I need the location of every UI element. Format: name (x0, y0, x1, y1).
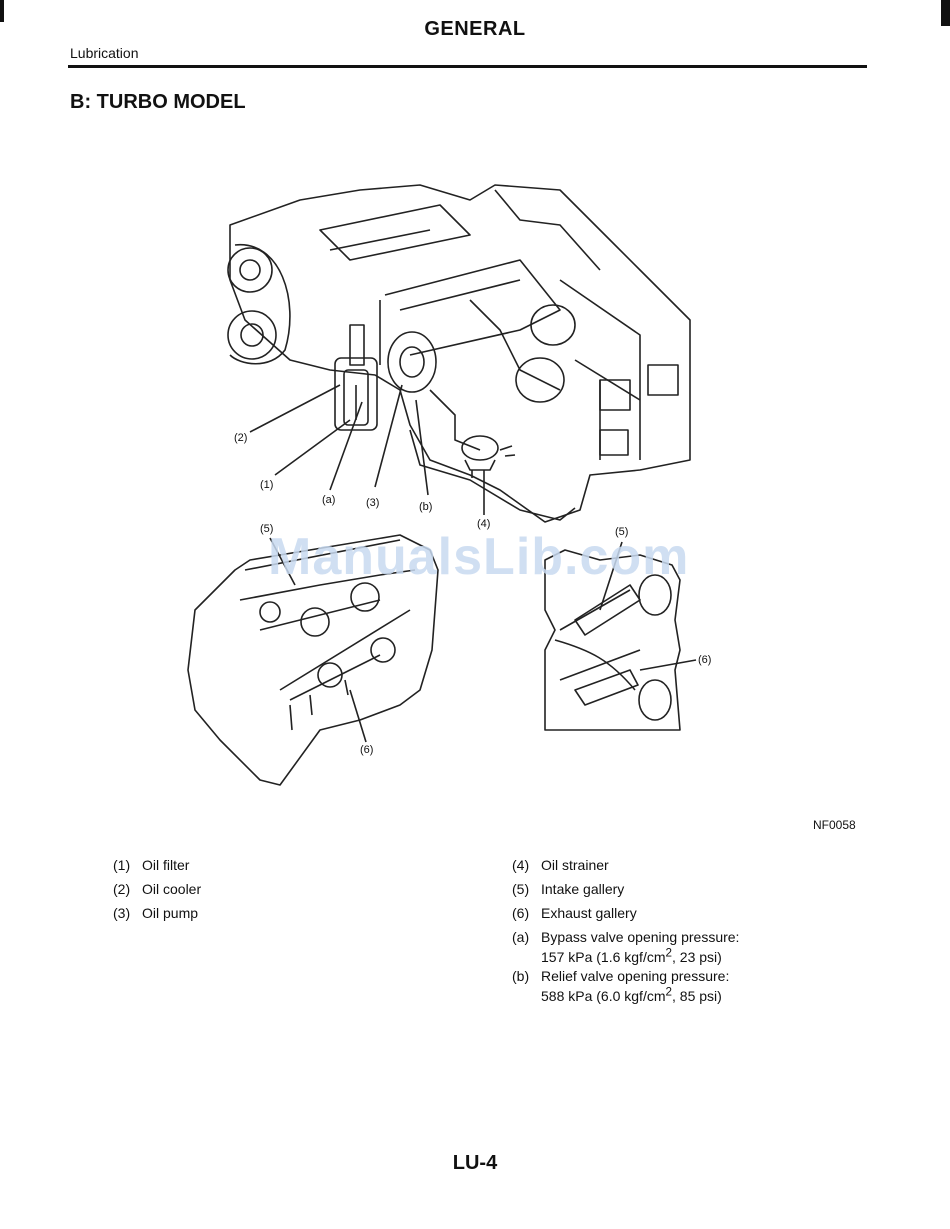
callout-6-right: (6) (698, 654, 712, 666)
scan-corner-mark-left (0, 0, 4, 22)
legend-text: Intake gallery (541, 881, 625, 897)
callout-2: (2) (234, 432, 248, 444)
watermark: ManualsLib.com (268, 528, 690, 586)
chapter-subtitle: Lubrication (70, 45, 139, 61)
legend-num: (6) (512, 905, 530, 921)
legend-text: Oil strainer (541, 857, 609, 873)
callout-b: (b) (419, 501, 433, 513)
figure-code: NF0058 (813, 818, 856, 832)
pressure-value-suffix: , 23 psi) (672, 948, 722, 965)
callout-5-left: (5) (260, 523, 274, 535)
legend-num: (5) (512, 881, 530, 897)
pressure-value-suffix: , 85 psi) (672, 987, 722, 1004)
superscript: 2 (665, 946, 672, 959)
legend-num: (4) (512, 857, 530, 873)
pressure-value: 157 kPa (1.6 kgf/cm (541, 948, 666, 965)
legend-text: Bypass valve opening pressure: 157 kPa (… (541, 929, 739, 965)
lubrication-diagram: (2) (1) (a) (3) (b) (4) (5) (5) (6) (6) (0, 130, 950, 830)
legend-num: (3) (113, 905, 131, 921)
page-title: GENERAL (424, 18, 526, 40)
legend-text: Relief valve opening pressure: 588 kPa (… (541, 968, 729, 1004)
legend-line2: 157 kPa (1.6 kgf/cm2, 23 psi) (541, 946, 722, 965)
callout-1: (1) (260, 479, 274, 491)
legend-text: Oil filter (142, 857, 190, 873)
legend-line1: Relief valve opening pressure: (541, 968, 730, 984)
legend-line2: 588 kPa (6.0 kgf/cm2, 85 psi) (541, 985, 722, 1004)
scan-corner-mark-right (941, 0, 950, 26)
callout-3: (3) (366, 497, 380, 509)
callout-6-left: (6) (360, 744, 374, 756)
engine-illustration (187, 184, 697, 786)
legend-num: (1) (113, 857, 131, 873)
callout-4: (4) (477, 518, 491, 530)
section-title: B: TURBO MODEL (70, 91, 246, 113)
legend-text: Oil pump (142, 905, 199, 921)
legend-text: Oil cooler (142, 881, 202, 897)
legend-num: (b) (512, 968, 530, 984)
legend-num: (a) (512, 929, 530, 945)
superscript: 2 (665, 985, 672, 998)
legend-line1: Bypass valve opening pressure: (541, 929, 740, 945)
page-number: LU-4 (452, 1152, 498, 1174)
header-divider (68, 65, 867, 68)
legend-num: (2) (113, 881, 131, 897)
callout-a: (a) (322, 494, 336, 506)
pressure-value: 588 kPa (6.0 kgf/cm (541, 987, 666, 1004)
legend-text: Exhaust gallery (541, 905, 637, 921)
callout-5-right: (5) (615, 526, 629, 538)
